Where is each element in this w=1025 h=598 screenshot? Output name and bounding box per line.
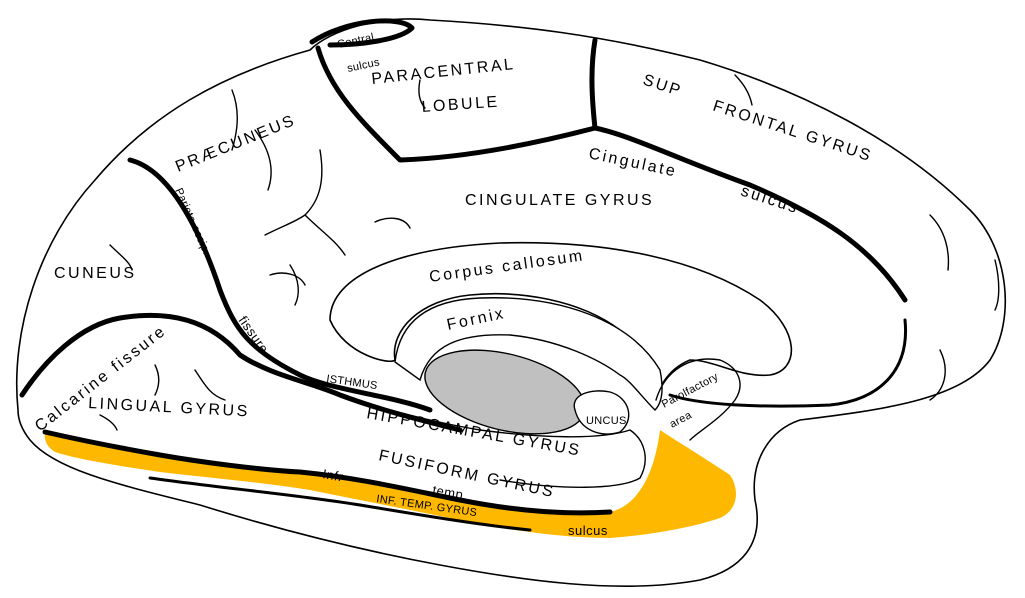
cingulate-sulcus-posterior	[668, 318, 908, 408]
minor-sulcus-4	[304, 214, 346, 256]
label-temp: temp.	[431, 482, 468, 503]
label-cingulate-gyrus: CINGULATE GYRUS	[465, 192, 654, 209]
minor-sulcus-7	[374, 217, 411, 229]
label-cuneus: CUNEUS	[54, 265, 137, 282]
inferior-temporal-sulcus	[148, 476, 532, 532]
minor-sulcus-6	[269, 272, 306, 286]
minor-sulcus-11	[929, 214, 950, 271]
minor-sulcus-2	[254, 129, 272, 191]
minor-sulcus-10	[734, 74, 753, 106]
label-sulcus: sulcus	[568, 523, 608, 538]
minor-sulcus-8	[109, 244, 133, 271]
label-infr: Infr	[321, 466, 344, 484]
minor-sulcus-12	[929, 349, 946, 401]
fornix-outline	[394, 297, 663, 411]
calcarine-fissure	[19, 312, 463, 433]
label-uncus: UNCUS	[586, 415, 627, 427]
minor-sulcus-14	[154, 364, 160, 396]
collateral-sulcus	[42, 429, 613, 516]
label-paracentral-2: LOBULE	[421, 94, 500, 116]
minor-sulcus-1	[231, 89, 238, 151]
hippocampal-gyrus-outline	[299, 379, 646, 488]
parieto-occipital-fissure	[127, 157, 433, 413]
corpus-callosum-outline	[329, 241, 793, 403]
central-sulcus	[309, 18, 415, 48]
paracentral-posterior	[589, 37, 598, 131]
minor-sulcus-16	[99, 414, 118, 431]
minor-sulcus-5	[289, 264, 299, 306]
uncus-outline	[573, 390, 630, 435]
fusiform-gyrus-highlight	[44, 430, 736, 538]
minor-sulcus-13	[994, 259, 1000, 311]
minor-sulcus-9	[418, 79, 426, 109]
minor-sulcus-15	[194, 369, 226, 401]
parolfactory-outline	[655, 358, 741, 441]
